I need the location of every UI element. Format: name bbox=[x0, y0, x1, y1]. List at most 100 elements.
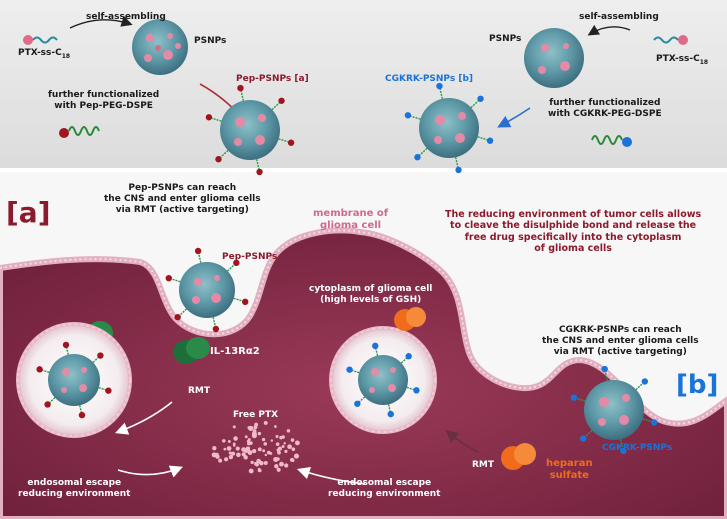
ptx-particle bbox=[257, 431, 262, 436]
arrow-rmt-left bbox=[115, 401, 173, 435]
peptide-ligand bbox=[387, 410, 394, 418]
ptx-particle bbox=[227, 440, 231, 443]
ptx-particle bbox=[215, 454, 220, 459]
peptide-ligand bbox=[242, 298, 249, 306]
ptx-particle bbox=[273, 425, 277, 428]
ptx-particle bbox=[276, 457, 280, 461]
pep-psnp-top bbox=[220, 100, 280, 160]
il13-receptor-lower bbox=[173, 337, 210, 364]
ptx-particle bbox=[261, 437, 266, 442]
cgkrk-psnps-b-label: CGKRK-PSNPs [b] bbox=[385, 74, 474, 84]
arrow-escape-left bbox=[117, 465, 183, 478]
ptx-particle bbox=[283, 442, 286, 445]
peptide-ligand bbox=[97, 352, 104, 359]
peg-chain bbox=[79, 405, 83, 416]
ptx-particle bbox=[257, 447, 262, 452]
ptx-particle bbox=[244, 435, 248, 439]
top-panel bbox=[0, 0, 727, 168]
peptide-ligand bbox=[212, 325, 220, 333]
ptx-particle bbox=[218, 458, 223, 463]
peptide-ligand bbox=[372, 342, 379, 350]
ptx-particle bbox=[236, 452, 241, 458]
ptx-particle bbox=[277, 446, 282, 451]
ptx-particle bbox=[293, 453, 300, 459]
peg-chain bbox=[356, 396, 366, 405]
ptx-particle bbox=[232, 425, 236, 429]
rmt-right-label: RMT bbox=[472, 460, 495, 470]
free-ptx-label: Free PTX bbox=[233, 410, 279, 420]
ptx-particle bbox=[262, 449, 266, 453]
peg-chain bbox=[92, 355, 101, 363]
ptx-particle bbox=[291, 447, 296, 452]
peptide-ligand bbox=[650, 419, 658, 426]
ptx-particle bbox=[252, 429, 257, 434]
peptide-ligand bbox=[346, 366, 353, 373]
ptx-particle bbox=[223, 457, 229, 462]
peptide-ligand bbox=[287, 139, 295, 146]
peg-chain bbox=[406, 386, 417, 392]
ptx-particle bbox=[263, 442, 268, 446]
precursor-left-label: PTX-ss-C18 bbox=[18, 48, 71, 60]
peg-chain bbox=[39, 368, 50, 373]
peptide-ligand bbox=[436, 82, 443, 90]
tag-b: [b] bbox=[676, 370, 719, 400]
ptx-particle bbox=[248, 468, 254, 474]
ptx-particle bbox=[274, 464, 279, 469]
ptx-particle bbox=[276, 467, 281, 472]
ptx-particle bbox=[252, 449, 255, 453]
arrow-escape-right bbox=[296, 466, 366, 485]
ptx-particle bbox=[254, 422, 259, 427]
peptide-ligand bbox=[233, 259, 240, 267]
ptx-particle bbox=[248, 425, 254, 432]
peptide-ligand bbox=[237, 84, 244, 92]
peg-chain bbox=[387, 404, 392, 415]
precursor-right bbox=[653, 35, 688, 45]
rmt-left-label: RMT bbox=[188, 386, 211, 396]
peptide-ligand bbox=[44, 401, 51, 408]
peptide-ligand bbox=[601, 365, 608, 373]
arrow-self-assembling-right bbox=[587, 24, 631, 36]
cgkrk-psnp-membrane bbox=[584, 380, 644, 440]
peptide-ligand bbox=[174, 313, 181, 321]
peg-chain bbox=[98, 387, 109, 392]
ptx-particle bbox=[222, 439, 226, 443]
peptide-ligand bbox=[570, 394, 578, 401]
ptx-particle bbox=[270, 439, 274, 442]
peptide-ligand bbox=[194, 247, 202, 255]
peptide-ligand bbox=[78, 411, 86, 419]
ptx-particle bbox=[228, 454, 234, 460]
ptx-particle bbox=[284, 449, 288, 453]
peptide-ligand bbox=[641, 378, 649, 385]
pep-psnps-a-label: Pep-PSNPs [a] bbox=[236, 74, 309, 84]
ptx-particle bbox=[277, 450, 281, 455]
tag-a: [a] bbox=[6, 196, 51, 229]
ptx-particle bbox=[226, 446, 232, 451]
reducing-env-text: The reducing environment of tumor cells … bbox=[445, 209, 702, 255]
cytoplasm-label: cytoplasm of glioma cell(high levels of … bbox=[309, 284, 433, 305]
ptx-particle bbox=[211, 452, 217, 458]
ptx-particle bbox=[228, 451, 232, 455]
ptx-particle bbox=[286, 429, 291, 433]
ptx-particle bbox=[243, 455, 248, 460]
arrow-functionalize-right bbox=[497, 107, 531, 128]
peptide-ligand bbox=[579, 435, 587, 442]
peg-chain bbox=[349, 368, 360, 374]
pep-psnps-label: Pep-PSNPs bbox=[222, 252, 278, 262]
ptx-particle bbox=[241, 447, 246, 452]
endosome-middle bbox=[329, 326, 437, 434]
peptide-ligand bbox=[620, 447, 627, 455]
nanoparticle-right-top bbox=[524, 28, 584, 88]
ptx-particle bbox=[263, 420, 268, 425]
ptx-particle bbox=[291, 458, 295, 462]
peptide-ligand bbox=[477, 95, 484, 102]
peptide-ligand bbox=[165, 274, 172, 282]
free-ptx-cloud bbox=[211, 420, 300, 474]
peptide-ligand bbox=[405, 353, 412, 360]
cgkrk-peg-dspe-icon bbox=[591, 135, 632, 147]
